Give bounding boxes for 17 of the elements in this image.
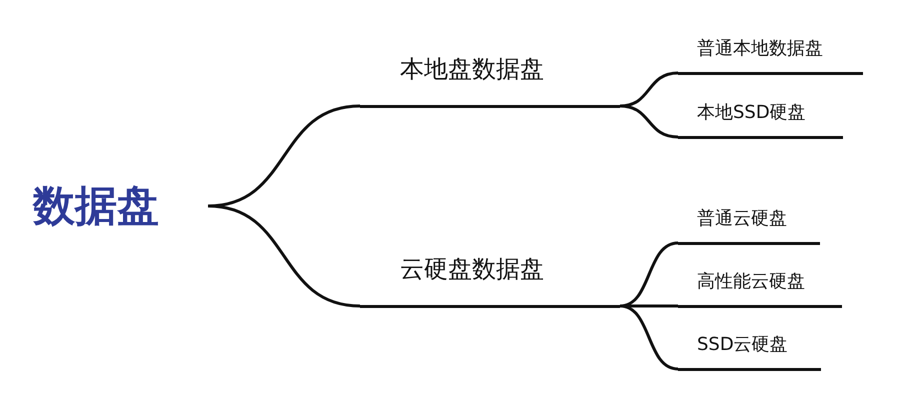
- topic-text: 本地盘数据盘: [400, 54, 544, 84]
- curved-connector: [620, 104, 678, 138]
- underlined-topic: [678, 38, 863, 74]
- subtopic-text: 本地SSD硬盘: [697, 102, 806, 124]
- underlined-topic: [678, 334, 821, 370]
- subtopic-text: SSD云硬盘: [697, 334, 788, 356]
- underlined-topic: [360, 54, 620, 108]
- underlined-topic: [678, 102, 843, 138]
- curved-connector: [620, 304, 678, 370]
- underlined-topic: [678, 271, 842, 308]
- subtopic-text: 普通本地数据盘: [697, 38, 823, 60]
- root-topic-text: 数据盘: [33, 180, 159, 232]
- subtopic-text: 高性能云硬盘: [697, 271, 805, 293]
- subtopic-text: 普通云硬盘: [697, 208, 787, 230]
- topic-text: 云硬盘数据盘: [400, 254, 544, 284]
- underlined-topic: [678, 208, 820, 244]
- curved-connector: [208, 204, 360, 308]
